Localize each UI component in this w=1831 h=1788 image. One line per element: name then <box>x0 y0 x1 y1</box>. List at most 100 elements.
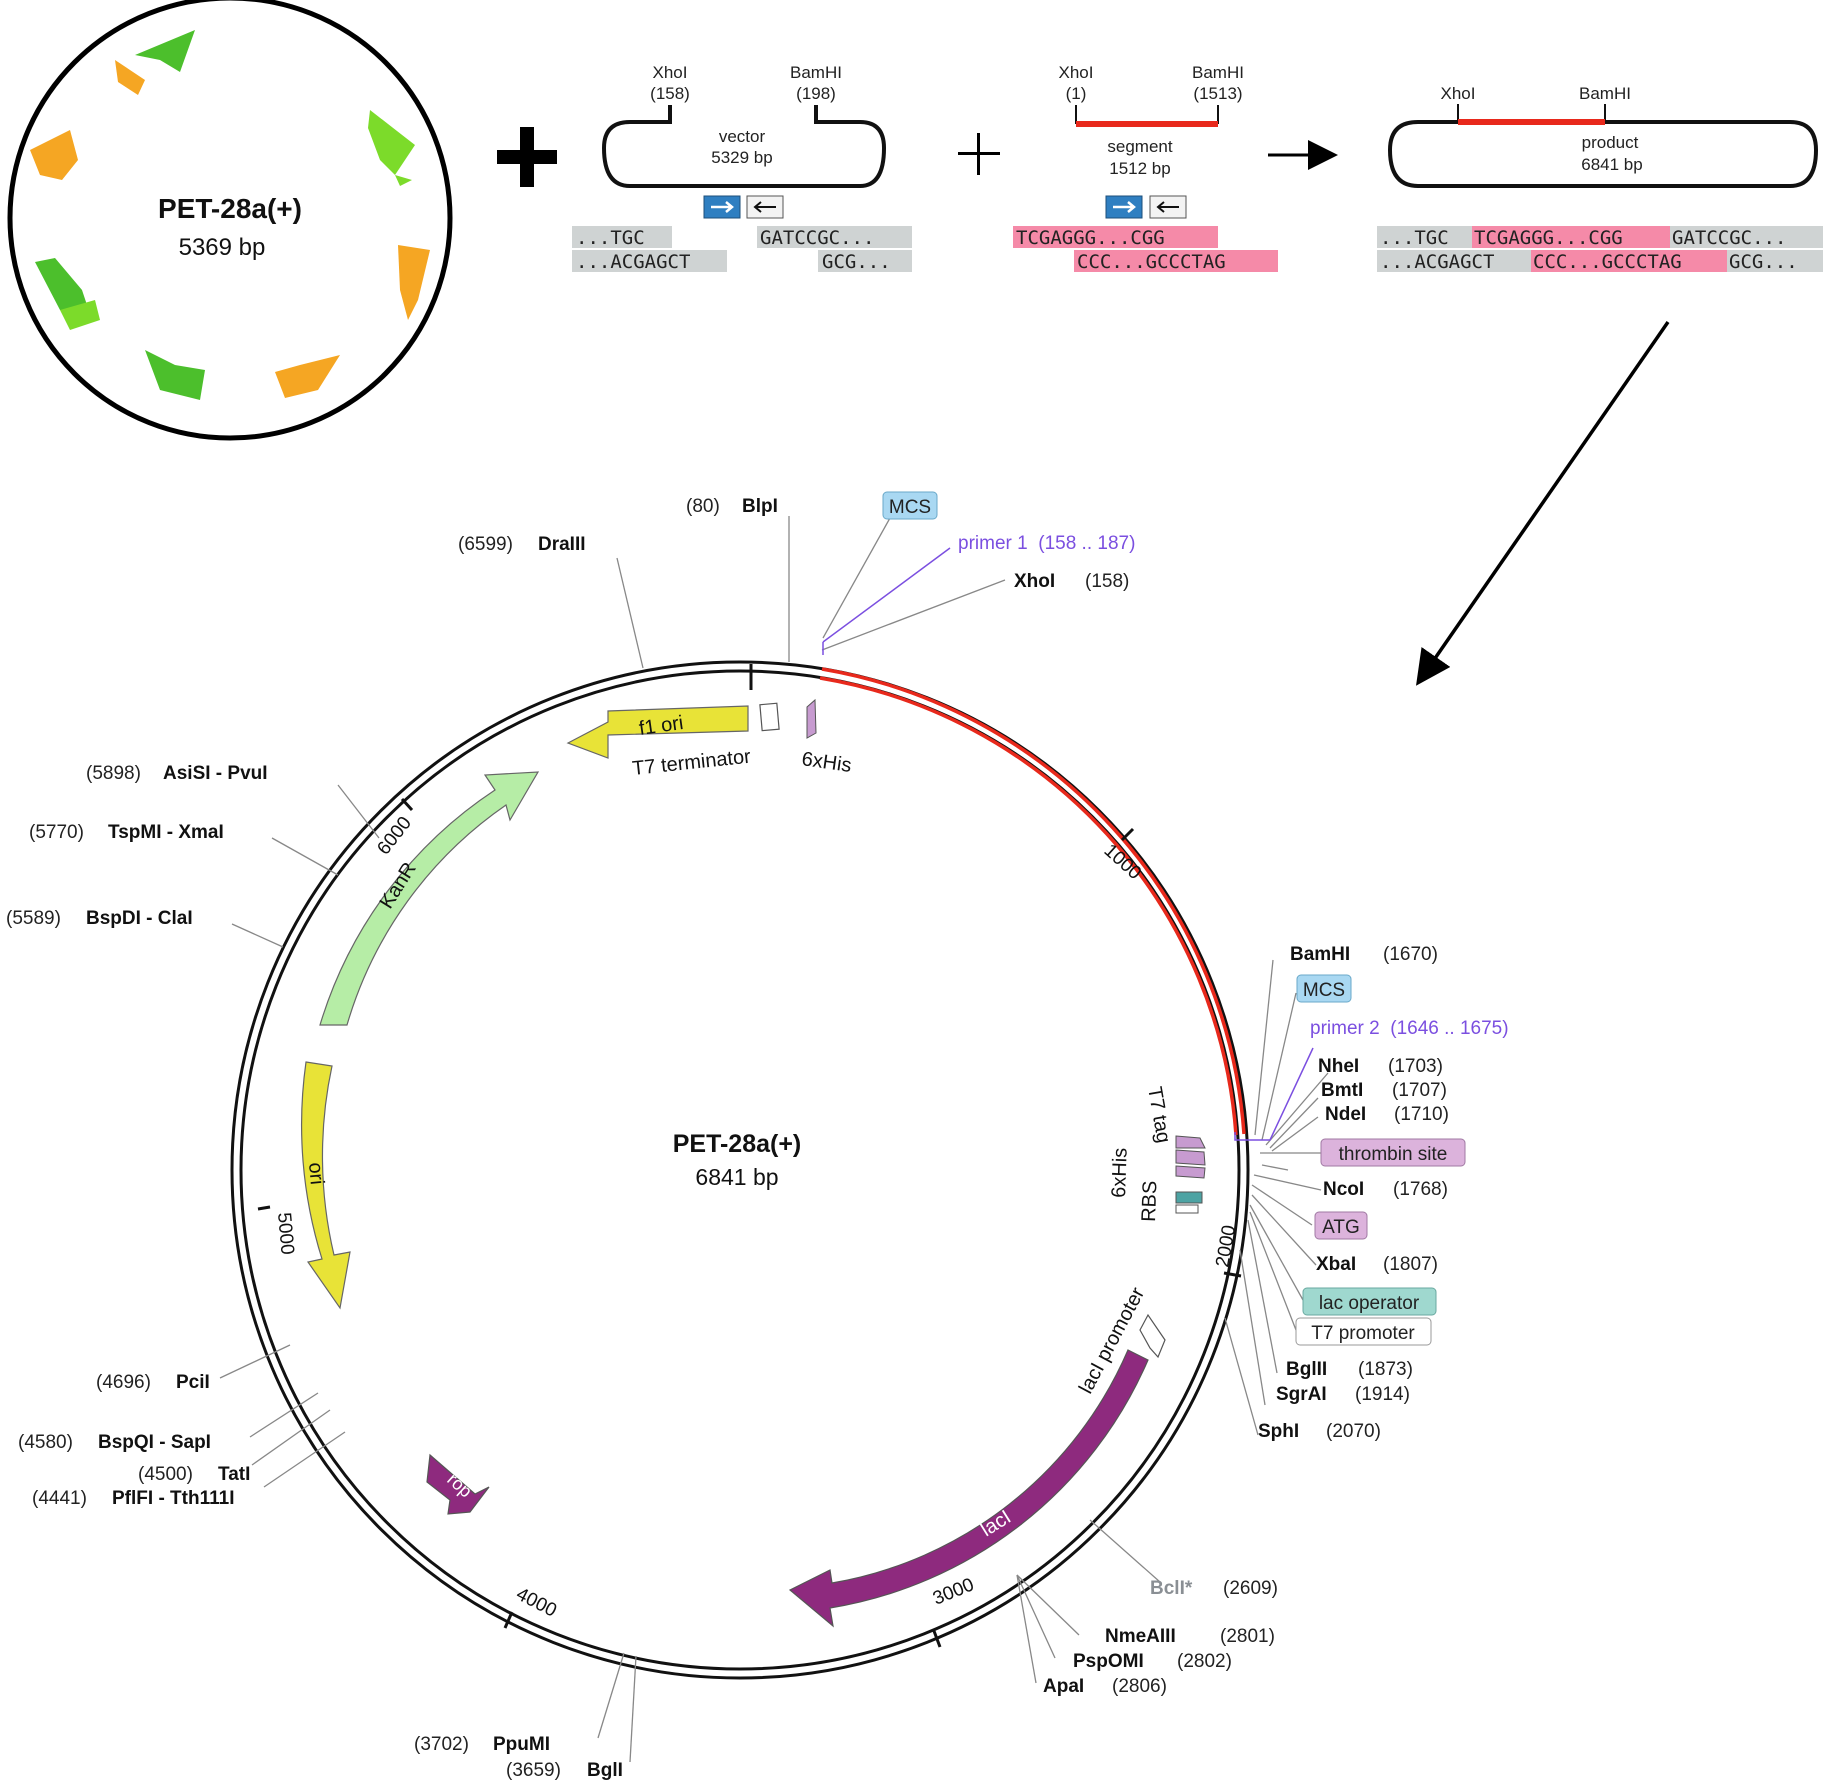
plasmid-map: 1000 2000 3000 4000 5000 6000 f1 ori T7 … <box>219 516 1329 1763</box>
product-seq-bot-a: ...ACGAGCT <box>1380 251 1494 273</box>
tati-pos: (4500) <box>138 1464 193 1485</box>
t7-terminator-label: T7 terminator <box>631 746 752 780</box>
blpi-name: BlpI <box>742 496 778 517</box>
small-feature-green-1 <box>135 30 195 72</box>
insert-arc-inner <box>819 676 1238 1136</box>
his-tag-1-label: 6xHis <box>800 748 853 777</box>
pspomi-name: PspOMI <box>1073 1651 1144 1672</box>
product-construct: XhoI BamHI product 6841 bp ...TGC TCGAGG… <box>1377 84 1823 273</box>
xhoi-name: XhoI <box>1014 571 1055 592</box>
bmti-name: BmtI <box>1321 1080 1363 1101</box>
sgrai-pos: (1914) <box>1355 1384 1410 1405</box>
t7-tag-label: T7 tag <box>1143 1085 1175 1145</box>
small-feature-green-3b <box>60 300 100 330</box>
tick-3000: 3000 <box>930 1574 977 1609</box>
annotations: (80) BlpI (6599) DraIII MCS primer 1 (15… <box>6 491 1509 1781</box>
lac-operator-badge <box>1302 1287 1437 1316</box>
plus-sign-1 <box>497 127 557 187</box>
apai-name: ApaI <box>1043 1676 1084 1697</box>
product-seq-top-a: ...TGC <box>1380 227 1449 249</box>
rop-feature <box>426 1453 490 1515</box>
product-site2-name: BamHI <box>1579 84 1631 103</box>
rbs-label: RBS <box>1138 1180 1161 1222</box>
thrombin-badge <box>1320 1138 1466 1167</box>
tick-4000: 4000 <box>513 1584 560 1622</box>
t7-promoter-badge <box>1295 1317 1432 1346</box>
map-arrow <box>1416 321 1670 686</box>
bmti-pos: (1707) <box>1392 1080 1447 1101</box>
product-label: product <box>1582 133 1639 152</box>
plus-sign-2 <box>958 133 1000 175</box>
sphi-name: SphI <box>1258 1421 1299 1442</box>
ncoi-name: NcoI <box>1323 1179 1364 1200</box>
asisi-name: AsiSI - PvuI <box>163 763 268 784</box>
mcs-2-badge <box>1296 974 1352 1003</box>
small-plasmid-name: PET-28a(+) <box>158 193 302 224</box>
ncoi-pos: (1768) <box>1393 1179 1448 1200</box>
t7-terminator-feature <box>759 702 780 732</box>
vector-backbone <box>601 105 887 188</box>
segment-construct: XhoI (1) BamHI (1513) segment 1512 bp TC… <box>1013 63 1278 273</box>
vector-site2-pos: (198) <box>796 84 836 103</box>
product-backbone <box>1387 120 1819 188</box>
segment-seq-bot: CCC...GCCCTAG <box>1077 251 1226 273</box>
blpi-pos: (80) <box>686 496 720 517</box>
vector-label: vector <box>719 127 766 146</box>
tick-6000: 6000 <box>373 813 416 859</box>
pflfi-name: PflFI - Tth111I <box>112 1488 234 1509</box>
small-feature-green-4 <box>145 350 205 400</box>
ori-label: ori <box>304 1162 328 1186</box>
product-seq-top-c: GATCCGC... <box>1672 227 1786 249</box>
small-feature-orange-1 <box>115 60 145 95</box>
insert-arc-outer <box>821 667 1246 1135</box>
mcs-2-label: MCS <box>1303 980 1345 1001</box>
lac-operator-feature <box>1175 1204 1199 1214</box>
bglii-pos: (1873) <box>1358 1359 1413 1380</box>
vector-site1-pos: (158) <box>650 84 690 103</box>
tspmi-pos: (5770) <box>29 822 84 843</box>
pflfi-pos: (4441) <box>32 1488 87 1509</box>
sgrai-name: SgrAI <box>1276 1384 1327 1405</box>
pci-name: PciI <box>176 1372 210 1393</box>
tick-5000: 5000 <box>273 1212 298 1256</box>
ori-feature <box>300 1061 351 1310</box>
tati-name: TatI <box>218 1464 250 1485</box>
plasmid-backbone-inner <box>239 669 1241 1671</box>
small-feature-orange-3 <box>398 245 430 320</box>
asisi-pos: (5898) <box>86 763 141 784</box>
pspomi-pos: (2802) <box>1177 1651 1232 1672</box>
xhoi-pos: (158) <box>1085 571 1129 592</box>
draiii-pos: (6599) <box>458 534 513 555</box>
product-seq-bot-b: CCC...GCCCTAG <box>1533 251 1682 273</box>
tick-2000: 2000 <box>1212 1224 1240 1269</box>
segment-site1-pos: (1) <box>1066 84 1087 103</box>
vector-site1-name: XhoI <box>653 63 688 82</box>
ppumi-name: PpuMI <box>493 1734 550 1755</box>
small-feature-green-3 <box>35 258 92 320</box>
his-tag-2-feature <box>1175 1149 1206 1166</box>
apai-pos: (2806) <box>1112 1676 1167 1697</box>
atg-badge <box>1314 1211 1368 1240</box>
pci-pos: (4696) <box>96 1372 151 1393</box>
nhei-name: NheI <box>1318 1056 1359 1077</box>
ndei-name: NdeI <box>1325 1104 1366 1125</box>
product-seq-top-b: TCGAGGG...CGG <box>1474 227 1623 249</box>
vector-seq-top-left: ...TGC <box>576 227 645 249</box>
product-seq-bot-c: GCG... <box>1729 251 1798 273</box>
bamhi-name: BamHI <box>1290 944 1350 965</box>
xbai-name: XbaI <box>1316 1254 1356 1275</box>
kanr-feature <box>319 771 540 1026</box>
ndei-pos: (1710) <box>1394 1104 1449 1125</box>
small-feature-green-2 <box>368 110 415 175</box>
segment-site1-name: XhoI <box>1059 63 1094 82</box>
vector-seq-bot-left: ...ACGAGCT <box>576 251 690 273</box>
small-feature-orange-2 <box>30 130 78 180</box>
bgli-pos: (3659) <box>506 1760 561 1781</box>
sphi-pos: (2070) <box>1326 1421 1381 1442</box>
nmeaiii-name: NmeAIII <box>1105 1626 1176 1647</box>
bspdi-name: BspDI - ClaI <box>86 908 193 929</box>
bspqi-pos: (4580) <box>18 1432 73 1453</box>
bamhi-pos: (1670) <box>1383 944 1438 965</box>
his-tag-2-label: 6xHis <box>1108 1147 1132 1198</box>
laci-promoter-feature <box>1139 1313 1166 1359</box>
